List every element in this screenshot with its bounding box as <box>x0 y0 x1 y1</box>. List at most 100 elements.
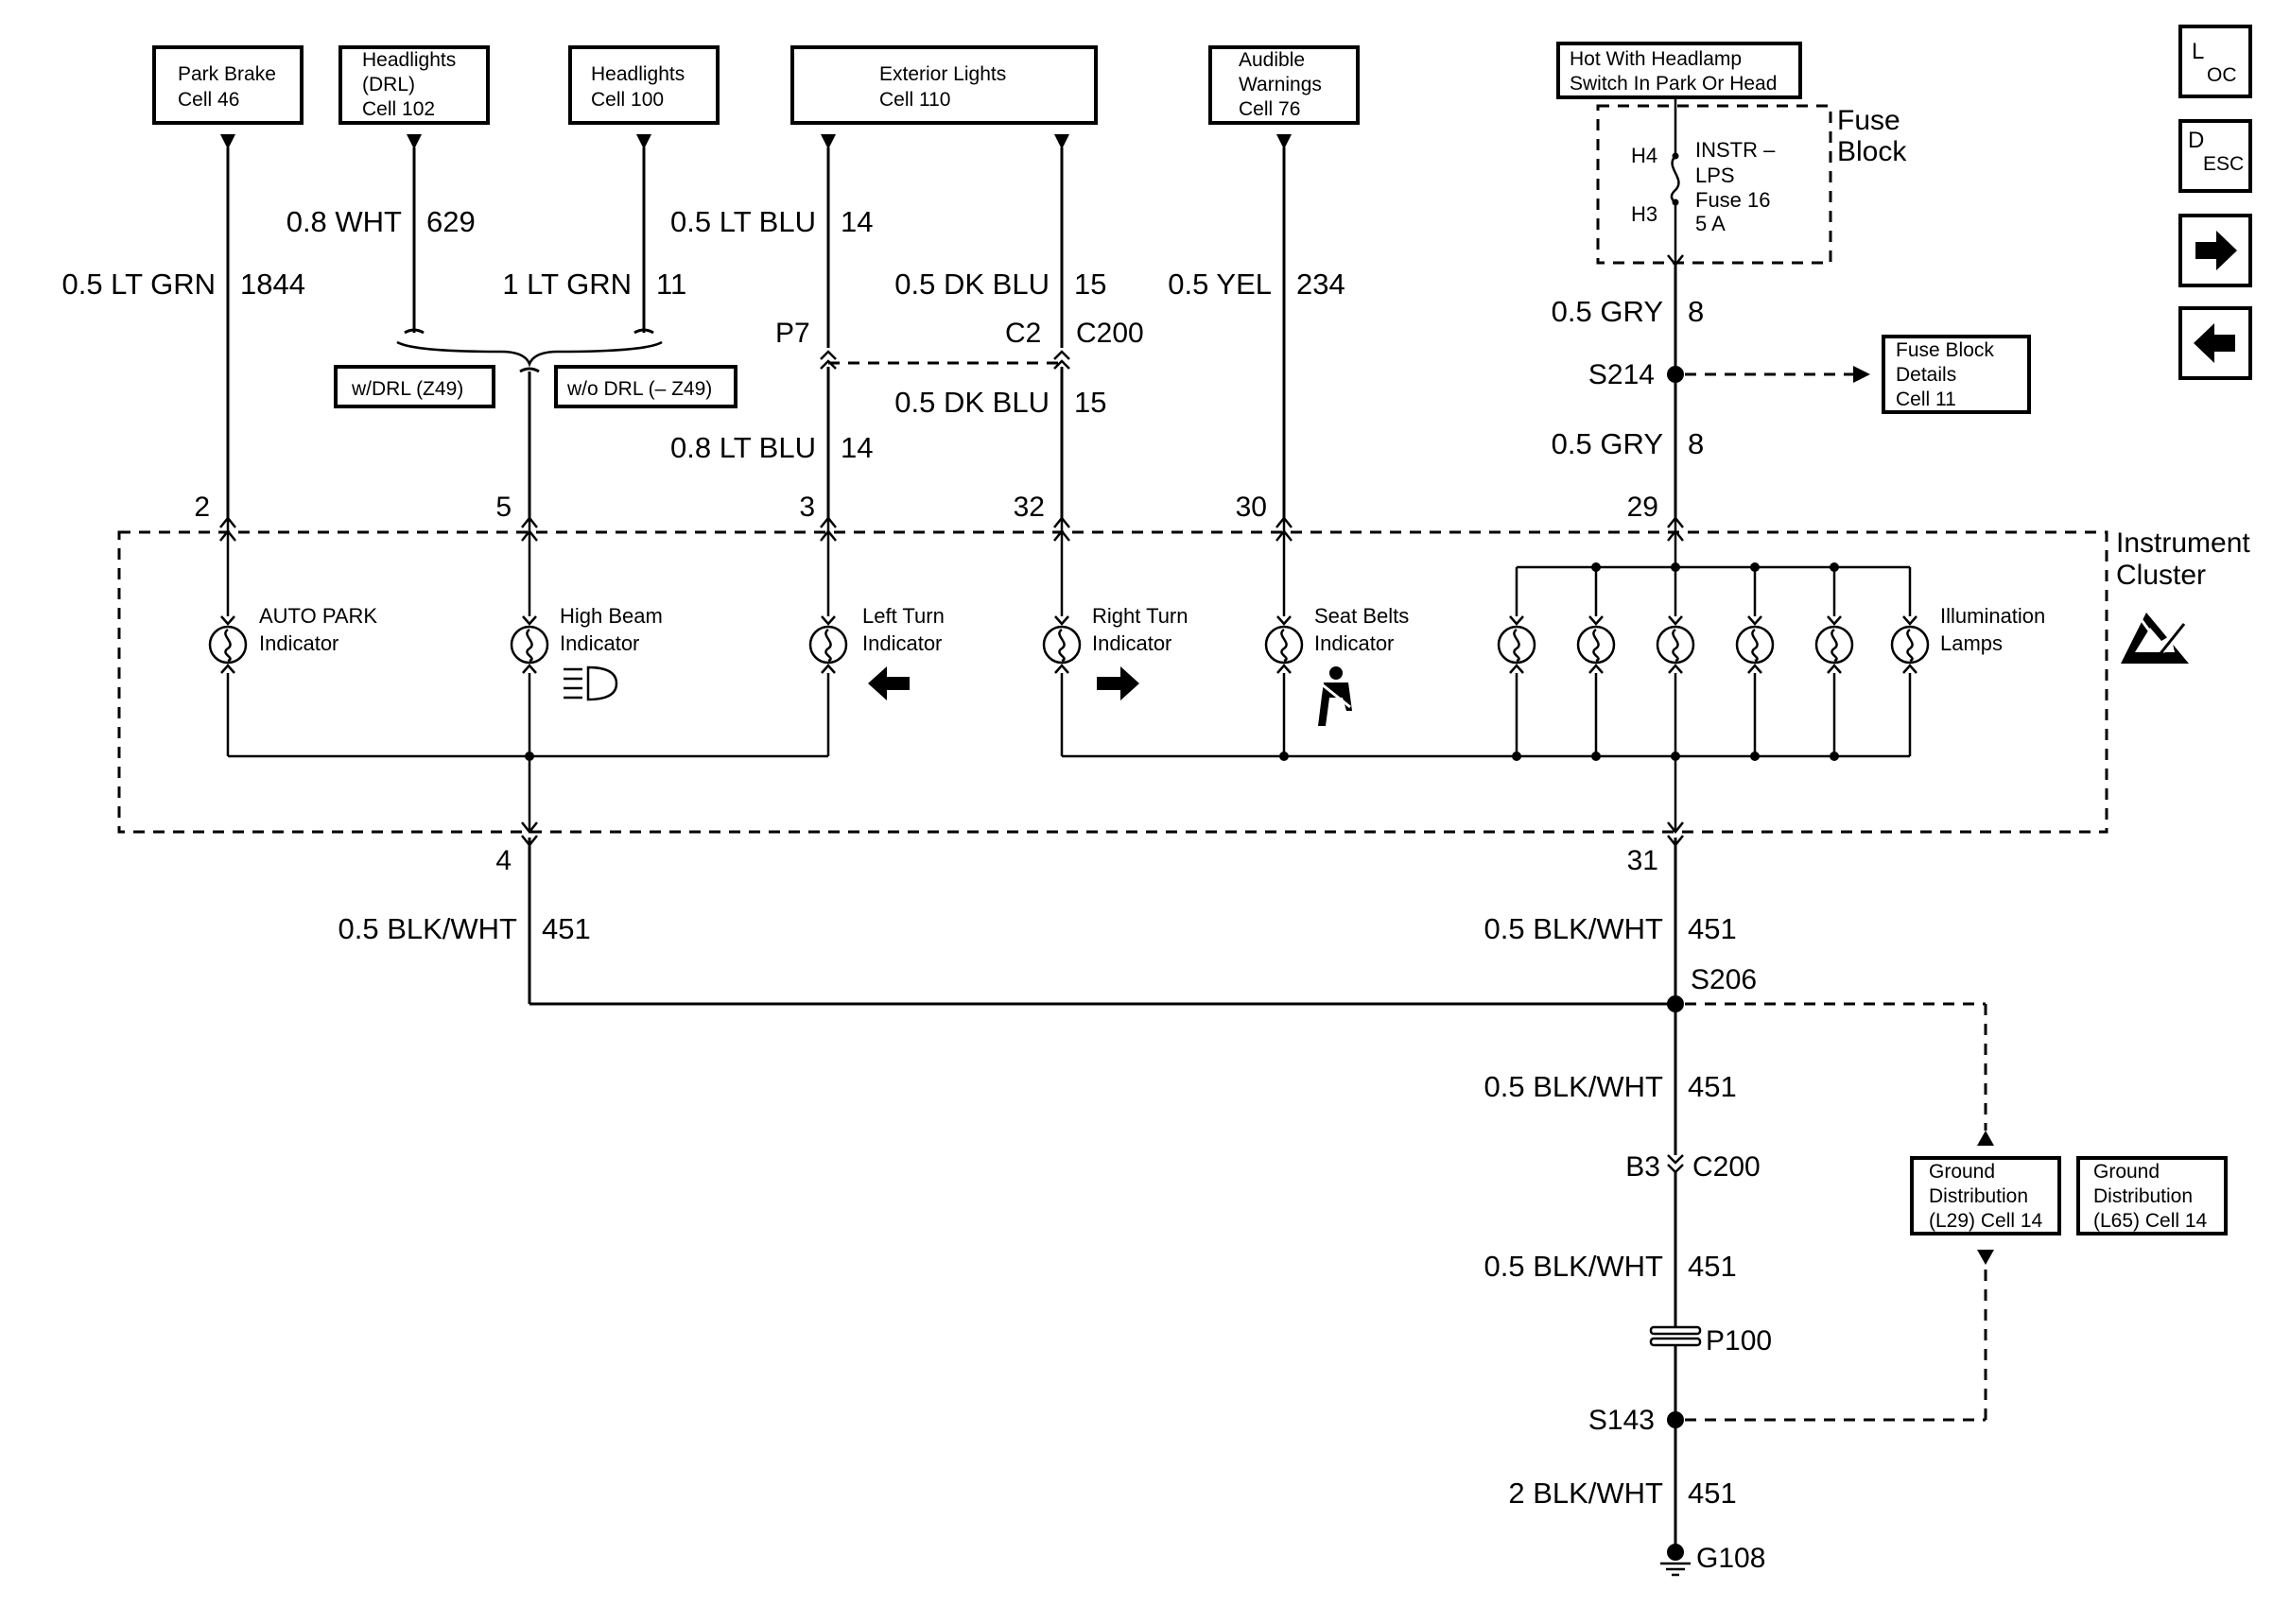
indicator-left-turn: Left Turn Indicator <box>862 604 945 655</box>
bulb-symbol <box>510 615 549 674</box>
wire-label-15-lower: 0.5 DK BLU 15 <box>894 386 1106 419</box>
svg-text:H3: H3 <box>1631 202 1657 226</box>
left-arrow-icon <box>868 666 910 700</box>
wire-label-451-e: 2 BLK/WHT 451 <box>1508 1477 1736 1510</box>
svg-text:Ground: Ground <box>2093 1161 2160 1183</box>
svg-text:Cell 11: Cell 11 <box>1896 389 1956 410</box>
previous-page-button[interactable] <box>2178 306 2252 380</box>
svg-text:Cell 102: Cell 102 <box>362 98 435 120</box>
svg-text:Distribution: Distribution <box>1929 1185 2028 1207</box>
bulb-symbol <box>1890 615 1930 674</box>
svg-text:Switch In Park Or Head: Switch In Park Or Head <box>1570 73 1777 95</box>
bulb-symbol <box>1497 615 1536 674</box>
svg-text:0.5 DK BLU: 0.5 DK BLU <box>894 268 1050 301</box>
svg-text:Fuse Block: Fuse Block <box>1896 339 1994 361</box>
source-box-headlights-drl[interactable]: Headlights (DRL) Cell 102 <box>338 45 490 125</box>
source-box-hot-with-headlamp[interactable]: Hot With Headlamp Switch In Park Or Head <box>1556 42 1802 99</box>
source-box-headlights-100[interactable]: Headlights Cell 100 <box>568 45 720 125</box>
svg-text:AUTO PARK: AUTO PARK <box>259 604 377 628</box>
svg-text:Ground: Ground <box>1929 1161 1995 1183</box>
svg-text:451: 451 <box>1688 1250 1737 1283</box>
ground-g108: G108 <box>1660 1543 1765 1577</box>
svg-text:Cell 100: Cell 100 <box>591 89 664 111</box>
svg-text:0.5 GRY: 0.5 GRY <box>1552 295 1663 328</box>
svg-text:(L65) Cell 14: (L65) Cell 14 <box>2093 1210 2208 1232</box>
svg-text:OC: OC <box>2207 64 2237 86</box>
svg-text:0.5 LT GRN: 0.5 LT GRN <box>61 268 216 301</box>
arrow-left-icon <box>2194 323 2235 363</box>
pin-chevron <box>1275 515 1293 528</box>
pin-chevron <box>1667 515 1684 528</box>
svg-text:Warnings: Warnings <box>1239 74 1322 95</box>
svg-text:234: 234 <box>1296 268 1345 301</box>
svg-text:14: 14 <box>841 431 873 464</box>
wire-label-451-a: 0.5 BLK/WHT 451 <box>338 912 591 945</box>
reference-box-fuse-block-details[interactable]: Fuse Block Details Cell 11 <box>1882 335 2031 414</box>
svg-text:15: 15 <box>1074 268 1106 301</box>
pin-chevron <box>1667 821 1684 835</box>
svg-text:High Beam: High Beam <box>560 604 663 628</box>
loc-button[interactable]: L OC <box>2178 25 2252 98</box>
svg-text:14: 14 <box>841 205 873 238</box>
svg-text:(DRL): (DRL) <box>362 74 415 95</box>
svg-text:Indicator: Indicator <box>862 631 942 655</box>
reference-box-ground-l29[interactable]: Ground Distribution (L29) Cell 14 <box>1910 1156 2061 1235</box>
svg-text:15: 15 <box>1074 386 1106 419</box>
bulb-symbol <box>1042 615 1082 674</box>
svg-text:0.5 YEL: 0.5 YEL <box>1168 268 1272 301</box>
svg-text:Cell 46: Cell 46 <box>178 89 239 111</box>
bulb-symbol <box>1576 615 1616 674</box>
wire-label-15-upper: 0.5 DK BLU 15 <box>894 268 1106 301</box>
bulbs <box>208 615 1930 674</box>
connector-c200: P7 C2 C200 <box>775 318 1144 370</box>
svg-text:P7: P7 <box>775 318 810 349</box>
arrow-right-icon <box>2195 231 2237 270</box>
indicator-auto-park: AUTO PARK Indicator <box>259 604 377 655</box>
pin-chevron <box>1053 528 1070 542</box>
svg-text:Illumination: Illumination <box>1940 604 2045 628</box>
svg-text:L: L <box>2192 39 2204 64</box>
option-box-without-drl[interactable]: w/o DRL (– Z49) <box>554 365 737 408</box>
svg-text:0.5 DK BLU: 0.5 DK BLU <box>894 386 1050 419</box>
svg-text:2: 2 <box>194 492 210 523</box>
option-box-with-drl[interactable]: w/DRL (Z49) <box>334 365 495 408</box>
source-box-exterior-lights[interactable]: Exterior Lights Cell 110 <box>790 45 1098 125</box>
svg-text:C2: C2 <box>1005 318 1041 349</box>
pin-chevron <box>820 528 837 542</box>
svg-text:0.8 WHT: 0.8 WHT <box>286 205 402 238</box>
indicator-high-beam: High Beam Indicator <box>560 604 663 655</box>
indicator-illumination: Illumination Lamps <box>1940 604 2045 655</box>
reference-box-ground-l65[interactable]: Ground Distribution (L65) Cell 14 <box>2076 1156 2228 1235</box>
svg-text:Fuse: Fuse <box>1837 105 1900 136</box>
source-box-audible-warnings[interactable]: Audible Warnings Cell 76 <box>1208 45 1360 125</box>
svg-text:Left Turn: Left Turn <box>862 604 945 628</box>
bulb-symbol <box>1264 615 1304 674</box>
svg-text:LPS: LPS <box>1695 164 1735 187</box>
wire-label-234: 0.5 YEL 234 <box>1168 268 1345 301</box>
indicator-right-turn: Right Turn Indicator <box>1092 604 1189 655</box>
source-box-park-brake[interactable]: Park Brake Cell 46 <box>152 45 304 125</box>
svg-text:w/o DRL (– Z49): w/o DRL (– Z49) <box>566 378 712 400</box>
pin-chevron <box>1667 528 1684 542</box>
wire-label-8-lower: 0.5 GRY 8 <box>1552 427 1705 460</box>
svg-text:S206: S206 <box>1691 964 1757 995</box>
esd-warning-icon <box>2121 613 2189 664</box>
fuse-block: Fuse Block H4 H3 INSTR – LPS Fuse 16 5 A <box>1596 97 1907 268</box>
bulb-symbol <box>1656 615 1695 674</box>
svg-text:0.5 BLK/WHT: 0.5 BLK/WHT <box>1484 1070 1664 1103</box>
svg-text:Headlights: Headlights <box>362 49 456 71</box>
source-arrow-heads <box>220 134 1292 149</box>
svg-text:Hot With Headlamp: Hot With Headlamp <box>1570 48 1742 70</box>
pin-chevrons <box>219 515 1684 848</box>
next-page-button[interactable] <box>2178 214 2252 287</box>
wire-label-451-d: 0.5 BLK/WHT 451 <box>1484 1250 1737 1283</box>
seat-belt-icon <box>1318 666 1352 726</box>
svg-text:0.5 GRY: 0.5 GRY <box>1552 427 1663 460</box>
svg-text:Instrument: Instrument <box>2116 527 2250 559</box>
svg-text:Lamps: Lamps <box>1940 631 2003 655</box>
svg-text:Cluster: Cluster <box>2116 560 2206 591</box>
splice-s206: S206 <box>1667 964 1994 1146</box>
desc-button[interactable]: D ESC <box>2178 119 2252 193</box>
svg-text:Cell 76: Cell 76 <box>1239 98 1300 120</box>
